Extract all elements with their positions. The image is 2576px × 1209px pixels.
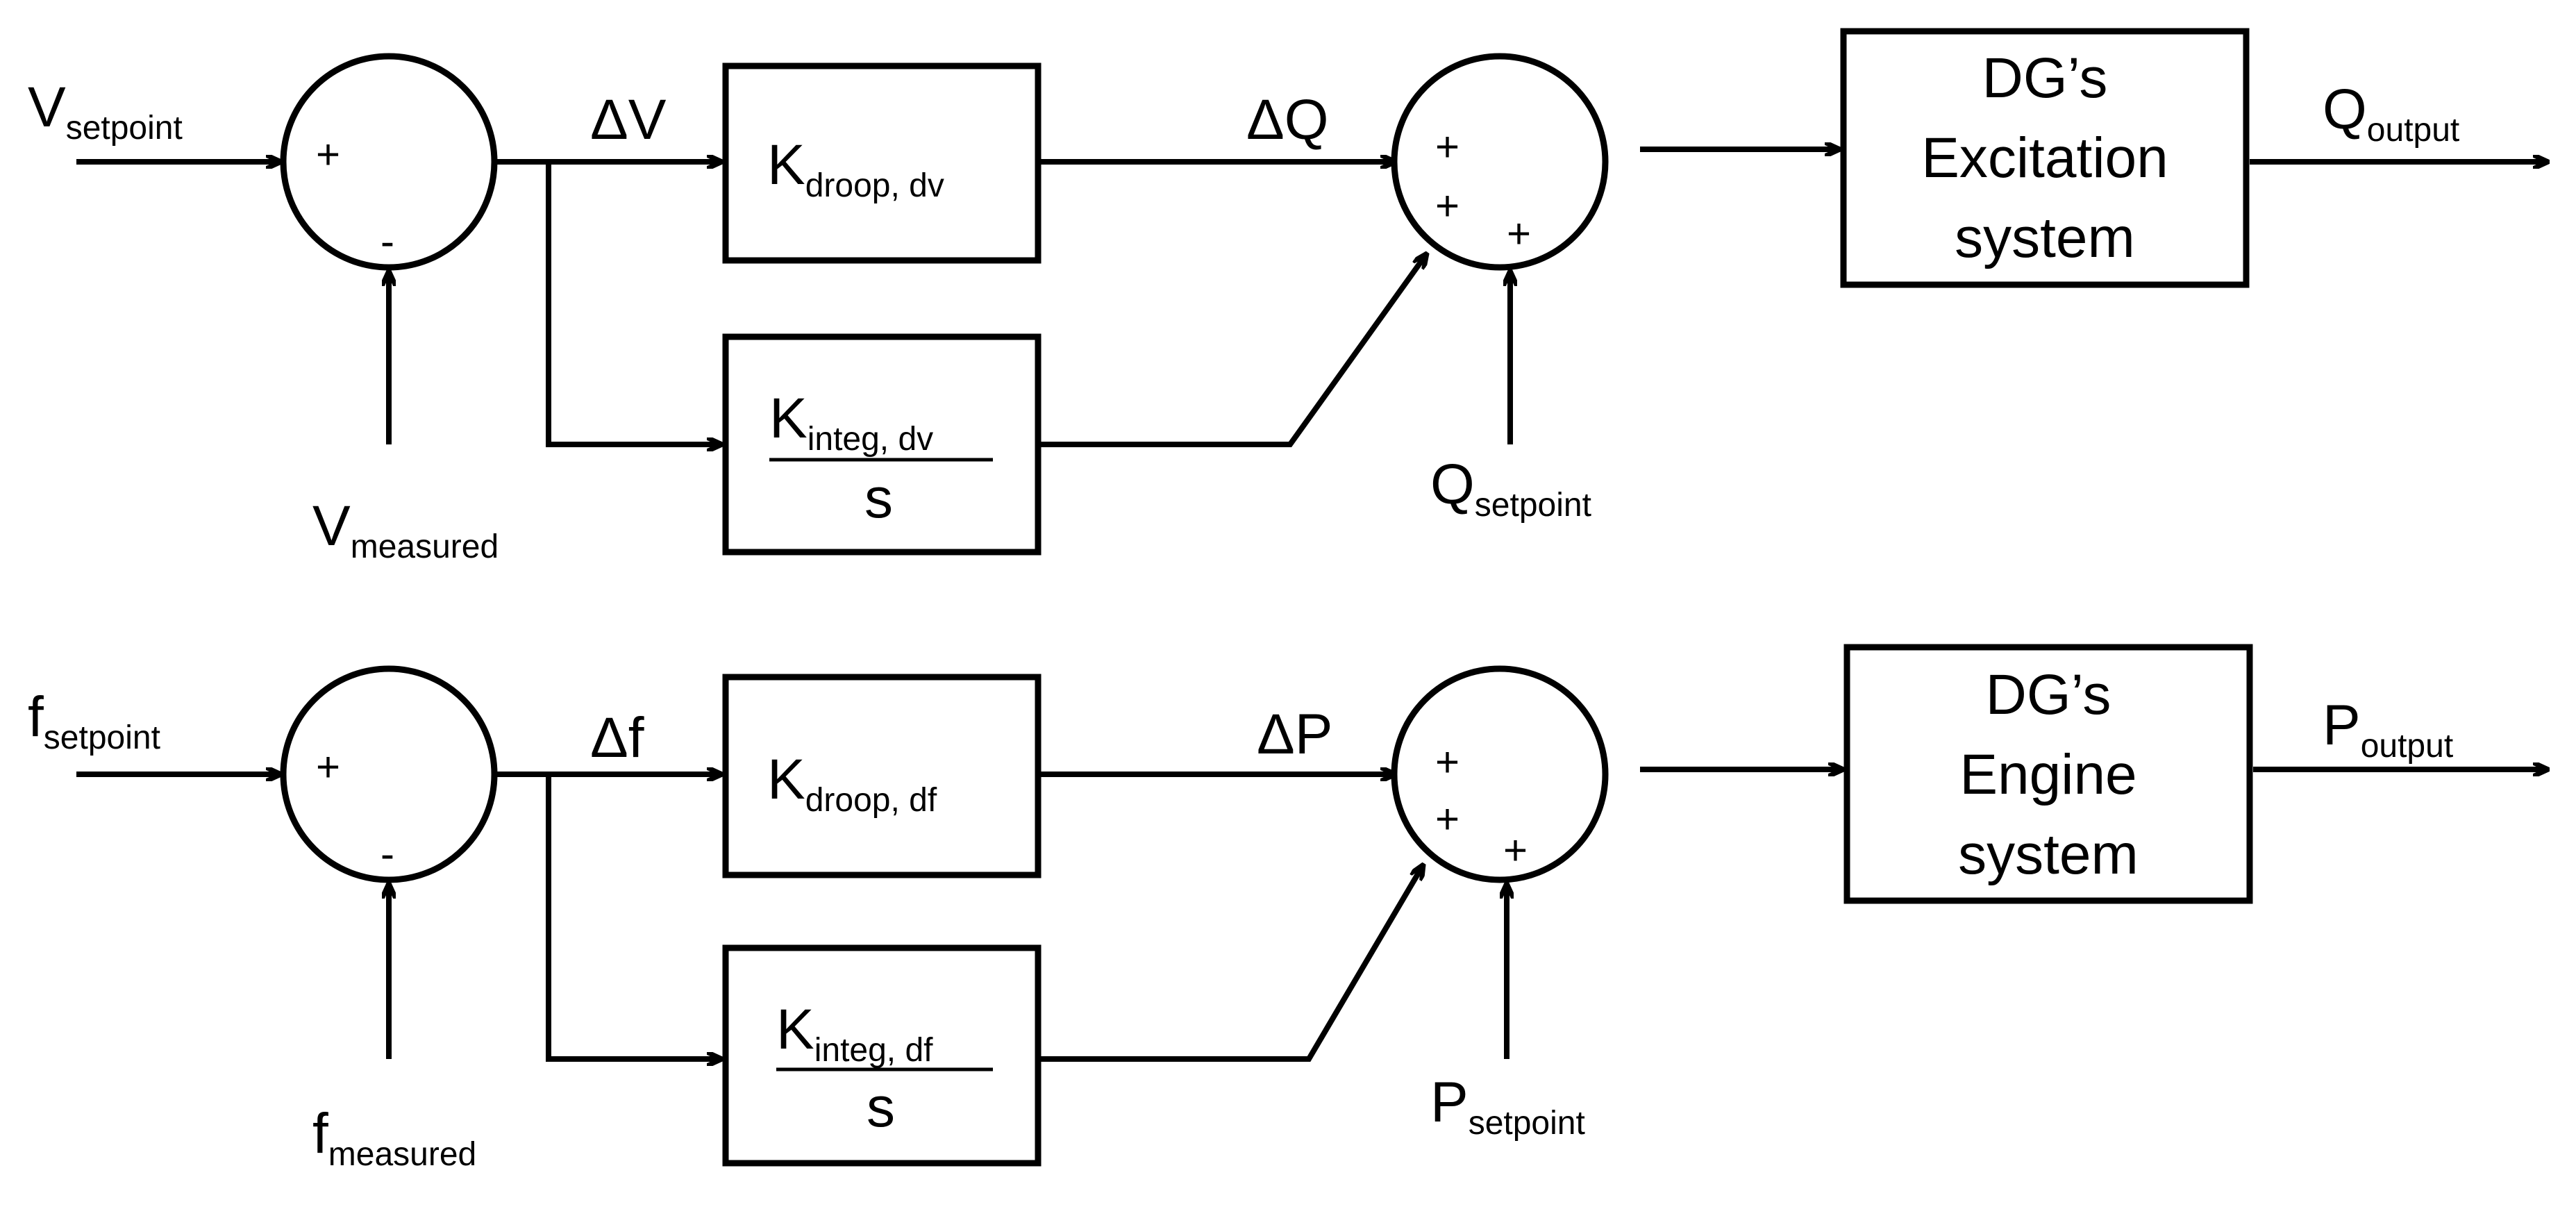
droop-gain-block xyxy=(722,674,1042,878)
output-summing-junction xyxy=(1391,53,1609,271)
q-setpoint-label: Qsetpoint xyxy=(1430,453,1591,524)
droop-gain-label: Kdroop, dv xyxy=(767,133,944,204)
plant-line-3: system xyxy=(1958,823,2139,886)
plus-sign: + xyxy=(316,744,340,790)
integral-gain-numerator: Kinteg, df xyxy=(776,998,933,1069)
plus-sign-1: + xyxy=(1435,124,1460,170)
p-output-label: Poutput xyxy=(2323,694,2453,765)
plant-line-1: DG’s xyxy=(1986,663,2111,726)
droop-gain-label: Kdroop, df xyxy=(767,748,937,819)
q-output-label: Qoutput xyxy=(2323,78,2459,149)
error-to-integral-arrow xyxy=(546,774,722,1059)
v-setpoint-label: Vsetpoint xyxy=(28,76,183,147)
excitation-system-block xyxy=(1840,28,2250,288)
plant-line-2: Engine xyxy=(1959,743,2136,806)
f-setpoint-label: fsetpoint xyxy=(28,685,160,756)
minus-sign: - xyxy=(380,218,394,265)
frequency-control-loop: fsetpoint + - fmeasured Δf Kdroop, df Ki… xyxy=(28,644,2548,1173)
plus-sign-2: + xyxy=(1435,796,1460,842)
integral-to-sum-arrow xyxy=(1038,865,1423,1062)
plus-sign-3: + xyxy=(1507,210,1531,257)
plant-line-3: system xyxy=(1955,206,2135,269)
integral-gain-block xyxy=(722,333,1042,556)
plus-sign-1: + xyxy=(1435,739,1460,785)
droop-gain-block xyxy=(722,62,1042,264)
engine-system-block xyxy=(1843,644,2253,904)
v-measured-label: Vmeasured xyxy=(312,494,499,565)
p-setpoint-label: Psetpoint xyxy=(1430,1071,1585,1142)
integral-to-sum-arrow xyxy=(1038,253,1427,447)
plant-line-2: Excitation xyxy=(1921,126,2168,190)
integral-gain-numerator: Kinteg, dv xyxy=(769,387,933,458)
plus-sign: + xyxy=(316,131,340,178)
delta-p-label: ΔP xyxy=(1257,703,1332,766)
integral-gain-block xyxy=(722,944,1042,1167)
delta-q-label: ΔQ xyxy=(1246,88,1329,151)
integral-gain-denominator: s xyxy=(864,467,893,530)
delta-v-label: ΔV xyxy=(590,88,667,151)
error-to-integral-arrow xyxy=(546,162,722,444)
minus-sign: - xyxy=(380,831,394,877)
plus-sign-2: + xyxy=(1435,183,1460,229)
f-measured-label: fmeasured xyxy=(312,1102,476,1173)
plus-sign-3: + xyxy=(1503,827,1528,874)
voltage-control-loop: Vsetpoint + - Vmeasured ΔV Kdroop, dv Ki… xyxy=(28,28,2548,565)
delta-f-label: Δf xyxy=(590,706,644,769)
integral-gain-denominator: s xyxy=(867,1076,895,1139)
plant-line-1: DG’s xyxy=(1982,47,2108,110)
output-summing-junction xyxy=(1391,665,1609,883)
